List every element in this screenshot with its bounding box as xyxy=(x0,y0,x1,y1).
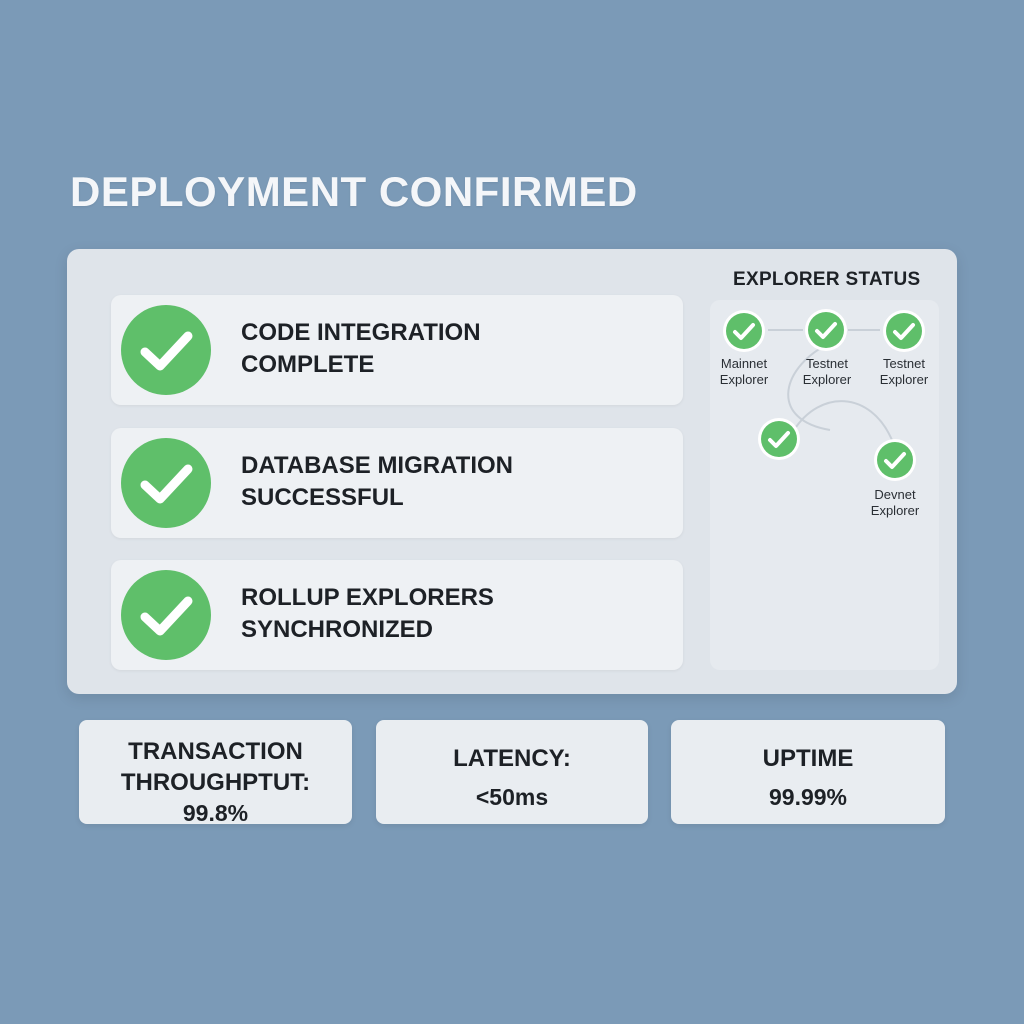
explorer-node-devnet xyxy=(874,439,916,481)
metric-card-uptime: UPTIME 99.99% xyxy=(671,720,945,824)
explorer-label-testnet-2: Testnet Explorer xyxy=(879,356,929,387)
step-card-rollup-explorers: ROLLUP EXPLORERS SYNCHRONIZED xyxy=(111,560,683,670)
step-label: CODE INTEGRATION COMPLETE xyxy=(241,319,481,378)
explorer-status-title: EXPLORER STATUS xyxy=(733,269,921,290)
explorer-label-devnet: Devnet Explorer xyxy=(870,487,920,518)
metric-label: TRANSACTION xyxy=(128,738,303,765)
explorer-node-mainnet xyxy=(723,310,765,352)
explorer-label-testnet-1: Testnet Explorer xyxy=(802,356,852,387)
step-card-code-integration: CODE INTEGRATION COMPLETE xyxy=(111,295,683,405)
explorer-node-unlabeled xyxy=(758,418,800,460)
metric-value: <50ms xyxy=(475,784,549,810)
check-circle-icon xyxy=(121,305,211,395)
explorer-node-testnet-2 xyxy=(883,310,925,352)
page-title: DEPLOYMENT CONFIRMED xyxy=(70,168,638,215)
explorer-node-testnet-1 xyxy=(805,309,847,351)
check-circle-icon xyxy=(121,570,211,660)
step-label: ROLLUP EXPLORERS SYNCHRONIZED xyxy=(241,584,494,643)
metric-card-throughput: TRANSACTION THROUGHPTUT: 99.8% xyxy=(79,720,352,826)
step-label: DATABASE MIGRATION SUCCESSFUL xyxy=(241,452,513,511)
explorer-network-lines xyxy=(768,329,893,441)
step-card-database-migration: DATABASE MIGRATION SUCCESSFUL xyxy=(111,428,683,538)
deployment-panel: CODE INTEGRATION COMPLETE DATABASE MIGRA… xyxy=(67,249,957,694)
metric-label: THROUGHPTUT: xyxy=(120,769,311,796)
check-circle-icon xyxy=(121,438,211,528)
explorer-status-panel: Mainnet Explorer Testnet Explorer Testne… xyxy=(710,300,939,670)
metric-value: 99.99% xyxy=(768,784,847,810)
explorer-label-mainnet: Mainnet Explorer xyxy=(719,356,769,387)
metric-card-latency: LATENCY: <50ms xyxy=(376,720,648,824)
metric-value: 99.8% xyxy=(182,800,249,826)
metric-label: UPTIME xyxy=(762,745,854,772)
metric-label: LATENCY: xyxy=(453,745,571,772)
